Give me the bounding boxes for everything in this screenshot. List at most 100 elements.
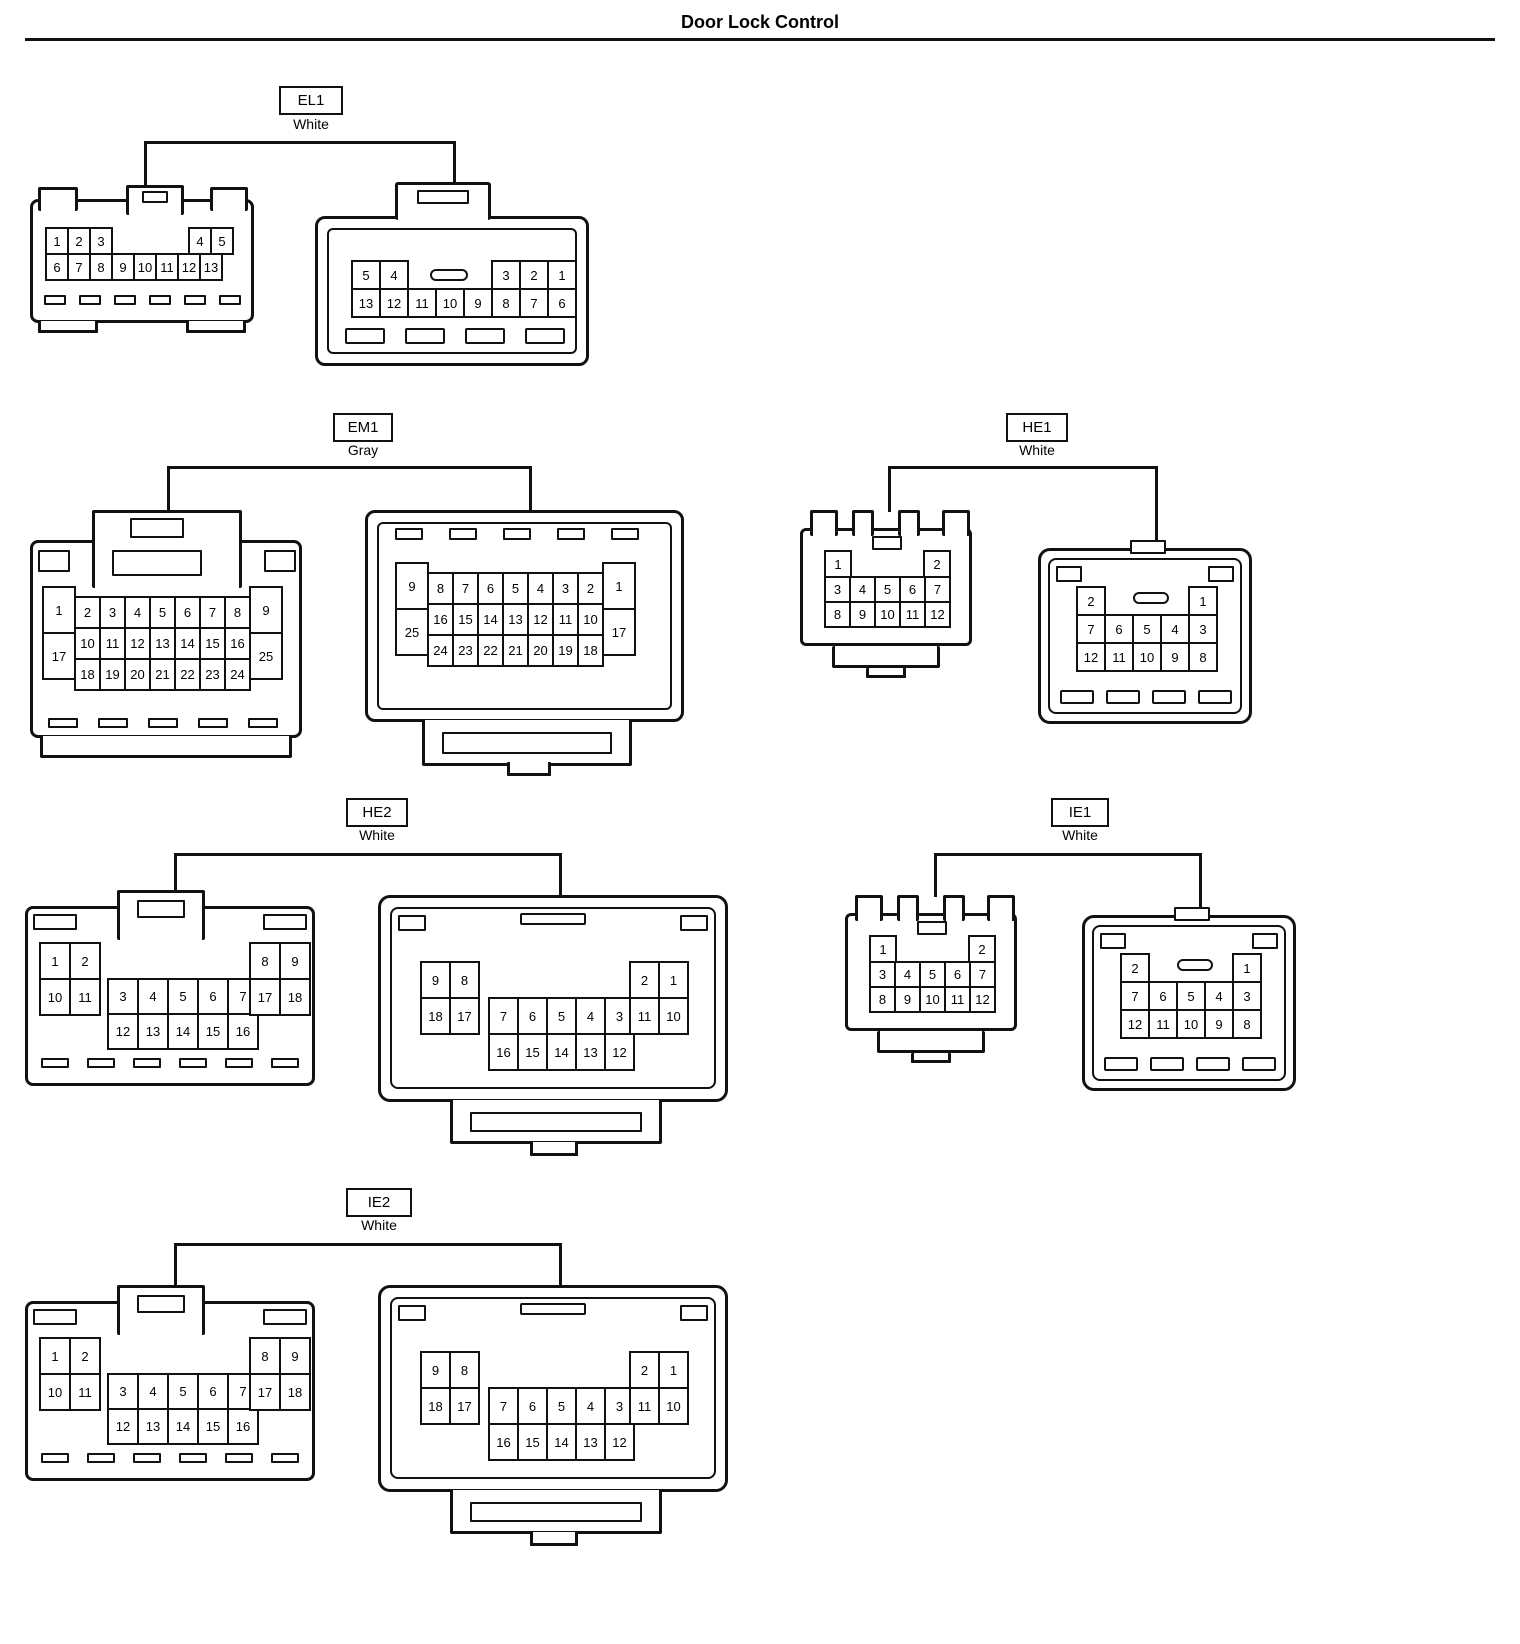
pin-HE1-8: 8 — [824, 601, 851, 628]
pin-HE2-1: 1 — [39, 942, 71, 980]
pin-EM1-18: 18 — [74, 658, 101, 691]
pin-IE1-8: 8 — [1232, 1009, 1262, 1039]
bottom-slot — [345, 328, 385, 344]
bracket-line — [559, 1243, 562, 1287]
top-tab — [1174, 907, 1210, 921]
pin-HE2-1: 1 — [658, 961, 689, 999]
pin-HE1-11: 11 — [1104, 642, 1134, 672]
pin-HE2-7: 7 — [488, 997, 519, 1035]
pin-IE1-4: 4 — [1204, 981, 1234, 1011]
bracket-line — [559, 853, 562, 897]
pin-HE2-17: 17 — [449, 997, 480, 1035]
pin-HE2-13: 13 — [137, 1013, 169, 1050]
pin-IE1-6: 6 — [1148, 981, 1178, 1011]
top-slot — [520, 913, 586, 925]
bottom-slot — [179, 1058, 207, 1068]
pin-EL1-10: 10 — [435, 288, 465, 318]
pin-EL1-2: 2 — [519, 260, 549, 290]
pin-IE2-8: 8 — [449, 1351, 480, 1389]
pin-EM1-16: 16 — [224, 627, 251, 660]
top-tab — [942, 510, 970, 536]
top-tab-right — [210, 187, 248, 211]
pin-HE1-6: 6 — [1104, 614, 1134, 644]
pin-HE2-17: 17 — [249, 978, 281, 1016]
pin-HE1-5: 5 — [874, 576, 901, 603]
pin-IE2-4: 4 — [137, 1373, 169, 1410]
bottom-slot — [79, 295, 101, 305]
connector-label-IE1: IE1 — [1051, 798, 1109, 827]
latch-inner — [917, 921, 947, 935]
pin-EM1-15: 15 — [199, 627, 226, 660]
corner-detail-left — [1100, 933, 1126, 949]
pin-IE1-4: 4 — [894, 961, 921, 988]
connector-color-IE1: White — [1062, 827, 1098, 843]
connector-label-EL1: EL1 — [279, 86, 343, 115]
connector-color-HE2: White — [359, 827, 395, 843]
pin-HE1-10: 10 — [1132, 642, 1162, 672]
pin-HE1-3: 3 — [824, 576, 851, 603]
pin-IE1-11: 11 — [1148, 1009, 1178, 1039]
bottom-rim — [40, 736, 292, 758]
pin-HE1-2: 2 — [923, 550, 951, 578]
pin-HE2-10: 10 — [658, 997, 689, 1035]
pin-IE2-13: 13 — [137, 1408, 169, 1445]
pin-IE2-16: 16 — [488, 1423, 519, 1461]
pin-HE2-18: 18 — [279, 978, 311, 1016]
pin-IE2-14: 14 — [546, 1423, 577, 1461]
pin-EM1-17: 17 — [42, 632, 76, 680]
pin-HE2-10: 10 — [39, 978, 71, 1016]
pin-EL1-12: 12 — [177, 253, 201, 281]
pin-HE1-5: 5 — [1132, 614, 1162, 644]
bottom-foot-inner — [470, 1112, 642, 1132]
pin-EM1-15: 15 — [452, 603, 479, 636]
bottom-slot — [1242, 1057, 1276, 1071]
pin-IE2-1: 1 — [658, 1351, 689, 1389]
pin-IE2-13: 13 — [575, 1423, 606, 1461]
bottom-foot — [832, 646, 940, 668]
pin-HE2-14: 14 — [546, 1033, 577, 1071]
pin-IE2-2: 2 — [629, 1351, 660, 1389]
pin-HE2-3: 3 — [107, 978, 139, 1015]
bottom-slot — [179, 1453, 207, 1463]
top-left-detail — [33, 914, 77, 930]
title-underline — [25, 38, 1495, 41]
bottom-slot — [98, 718, 128, 728]
bracket-line — [167, 466, 532, 469]
pin-IE1-10: 10 — [1176, 1009, 1206, 1039]
pin-EM1-21: 21 — [502, 634, 529, 667]
pin-EL1-5: 5 — [210, 227, 234, 255]
connector-color-EL1: White — [293, 116, 329, 132]
pin-HE2-18: 18 — [420, 997, 451, 1035]
pin-IE2-17: 17 — [449, 1387, 480, 1425]
pin-EL1-7: 7 — [519, 288, 549, 318]
pin-EM1-6: 6 — [174, 596, 201, 629]
pin-IE2-17: 17 — [249, 1373, 281, 1411]
bottom-slot — [44, 295, 66, 305]
pin-HE2-4: 4 — [137, 978, 169, 1015]
pin-HE2-2: 2 — [69, 942, 101, 980]
bracket-line — [888, 466, 1158, 469]
latch-housing — [117, 1285, 205, 1335]
pin-EM1-22: 22 — [174, 658, 201, 691]
bottom-slot — [133, 1453, 161, 1463]
corner-detail-left — [1056, 566, 1082, 582]
pin-EL1-10: 10 — [133, 253, 157, 281]
bracket-line — [174, 853, 562, 856]
pin-IE2-16: 16 — [227, 1408, 259, 1445]
pin-EL1-8: 8 — [491, 288, 521, 318]
pin-EM1-24: 24 — [224, 658, 251, 691]
connector-color-HE1: White — [1019, 442, 1055, 458]
bottom-slot — [405, 328, 445, 344]
pin-IE1-11: 11 — [944, 986, 971, 1013]
pin-EM1-21: 21 — [149, 658, 176, 691]
pin-HE2-6: 6 — [197, 978, 229, 1015]
corner-detail-right — [1252, 933, 1278, 949]
corner-detail-left — [398, 1305, 426, 1321]
pin-HE1-4: 4 — [849, 576, 876, 603]
pin-EL1-6: 6 — [547, 288, 577, 318]
center-slot — [1133, 592, 1169, 604]
bottom-slot — [225, 1058, 253, 1068]
